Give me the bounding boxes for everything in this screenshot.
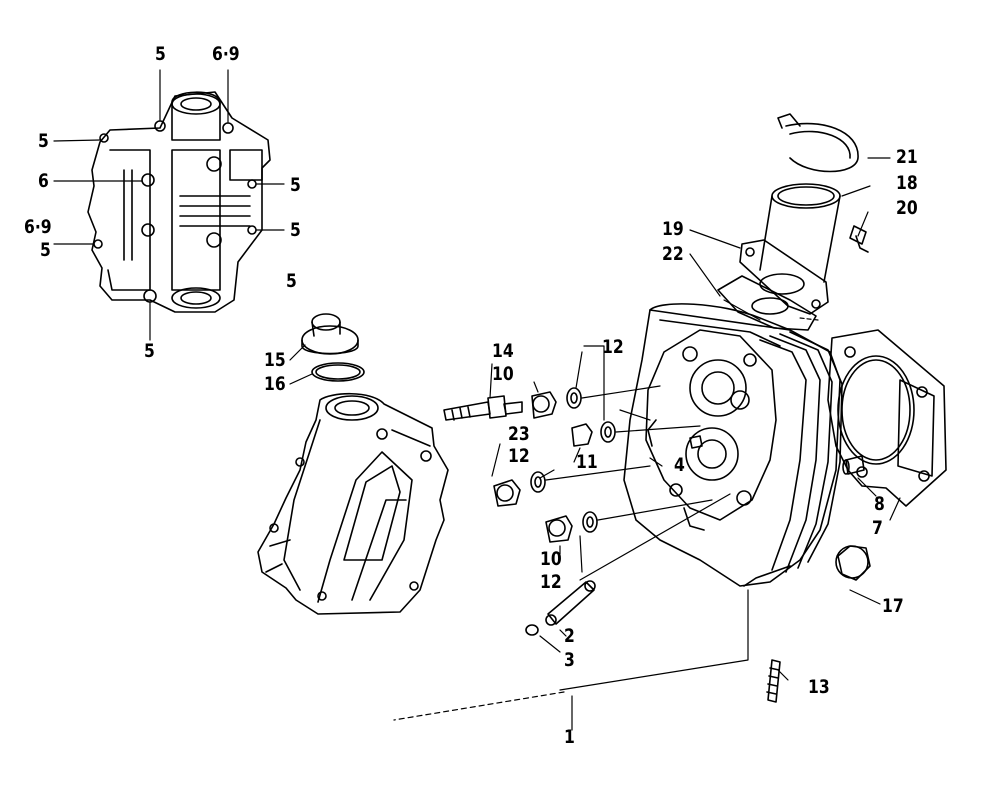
callout-5-left-lower: 5 — [40, 239, 51, 261]
callout-19: 19 — [662, 218, 684, 240]
callout-15: 15 — [264, 349, 286, 371]
callout-23: 23 — [508, 423, 530, 445]
o-ring — [311, 362, 365, 382]
callout-12-lower: 12 — [540, 571, 562, 593]
callout-2: 2 — [564, 625, 575, 647]
valve-guide — [545, 580, 596, 626]
plug — [835, 545, 871, 581]
callout-16: 16 — [264, 373, 286, 395]
valve-cover — [257, 392, 449, 615]
callout-13: 13 — [808, 676, 830, 698]
callout-5-left-upper: 5 — [38, 130, 49, 152]
hose-clamp — [777, 113, 859, 173]
callout-5-standalone: 5 — [286, 270, 297, 292]
intake-pipe — [739, 183, 841, 315]
cylinder-head-bottom-view — [87, 91, 271, 313]
callout-4: 4 — [674, 454, 685, 476]
callout-21: 21 — [896, 146, 918, 168]
cylinder-head — [623, 303, 843, 587]
bolt — [849, 225, 869, 253]
callout-5-right-lower: 5 — [290, 219, 301, 241]
washer-12c — [530, 471, 546, 493]
explode-line-cover — [723, 299, 819, 321]
callout-12-middle: 12 — [508, 445, 530, 467]
callout-14: 14 — [492, 340, 514, 362]
callout-5-right-upper: 5 — [290, 174, 301, 196]
washer-12a — [566, 387, 582, 409]
callout-8: 8 — [874, 493, 885, 515]
callout-6-9-left: 6·9 — [24, 216, 52, 238]
cap-nut-10a — [531, 391, 557, 419]
guide-clip — [525, 624, 539, 636]
callout-11: 11 — [576, 451, 598, 473]
leader-lines-head-view — [53, 69, 285, 341]
leader-lines-cap — [289, 344, 313, 385]
callout-22: 22 — [662, 243, 684, 265]
callout-10-upper: 10 — [492, 363, 514, 385]
washer-12b — [600, 421, 616, 443]
callout-5-bottom: 5 — [144, 340, 155, 362]
oil-filler-cap — [301, 313, 359, 355]
callout-17: 17 — [882, 595, 904, 617]
stud-bolt — [766, 659, 781, 703]
callout-3: 3 — [564, 649, 575, 671]
dowel-pin — [842, 455, 865, 475]
cap-nut-10b — [545, 515, 573, 543]
callout-1: 1 — [564, 726, 575, 748]
callout-12-upper: 12 — [602, 336, 624, 358]
cap-nut-23 — [493, 479, 521, 507]
callout-6: 6 — [38, 170, 49, 192]
callout-18: 18 — [896, 172, 918, 194]
callout-5-top: 5 — [155, 43, 166, 65]
intake-gasket — [717, 275, 817, 331]
nut-11 — [571, 423, 593, 447]
leader-lines-center — [393, 157, 901, 731]
cylinder-head-gasket — [827, 329, 947, 507]
callout-6-9-top: 6·9 — [212, 43, 240, 65]
stud-14 — [443, 395, 523, 421]
callout-7: 7 — [872, 517, 883, 539]
washer-12d — [582, 511, 598, 533]
callout-10-lower: 10 — [540, 548, 562, 570]
callout-20: 20 — [896, 197, 918, 219]
